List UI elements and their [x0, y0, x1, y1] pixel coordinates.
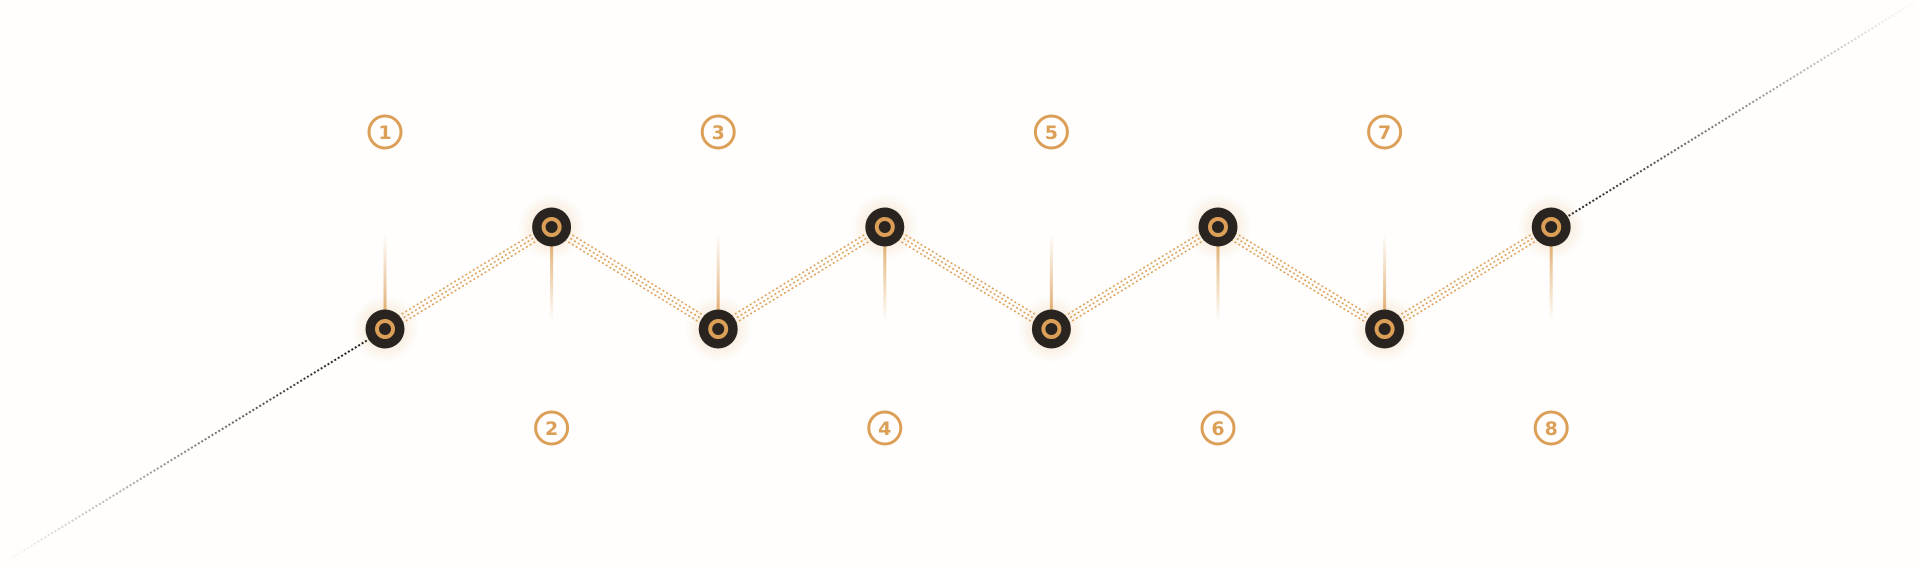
- step-labels: 1 2 3 4 5 6 7 8: [367, 114, 1569, 446]
- step-badge-circle: [367, 114, 403, 150]
- stem-7: [1383, 234, 1387, 329]
- stem-2: [550, 227, 554, 322]
- step-label-1: 1: [367, 114, 403, 150]
- step-number: 2: [545, 418, 558, 440]
- node-4: [850, 193, 919, 261]
- node-7: [1350, 295, 1419, 363]
- step-number: 7: [1378, 122, 1391, 144]
- node-stems: [383, 227, 1553, 329]
- step-number: 5: [1045, 122, 1058, 144]
- step-number: 3: [712, 122, 725, 144]
- step-label-2: 2: [534, 410, 570, 446]
- step-badge-circle: [1367, 114, 1403, 150]
- step-number: 4: [878, 418, 891, 440]
- step-label-4: 4: [867, 410, 903, 446]
- step-label-6: 6: [1200, 410, 1236, 446]
- step-label-7: 7: [1367, 114, 1403, 150]
- step-label-5: 5: [1033, 114, 1069, 150]
- step-number: 8: [1545, 418, 1558, 440]
- step-badge-circle: [867, 410, 903, 446]
- node-5: [1017, 295, 1086, 363]
- tail-line-left: [0, 337, 372, 566]
- nodes: [351, 193, 1586, 363]
- step-badge-circle: [1200, 410, 1236, 446]
- step-badge-circle: [534, 410, 570, 446]
- stem-8: [1549, 227, 1553, 322]
- stem-5: [1049, 234, 1053, 329]
- stem-1: [383, 234, 387, 329]
- node-1: [351, 295, 419, 363]
- node-2: [517, 193, 586, 261]
- node-3: [684, 295, 753, 363]
- step-number: 1: [378, 122, 391, 144]
- step-number: 6: [1211, 418, 1224, 440]
- step-badge-circle: [700, 114, 736, 150]
- step-label-3: 3: [700, 114, 736, 150]
- node-8: [1517, 193, 1586, 261]
- step-badge-circle: [1533, 410, 1569, 446]
- stem-3: [716, 234, 720, 329]
- node-6: [1184, 193, 1252, 261]
- tail-line-right: [1564, 0, 1918, 219]
- stem-6: [1216, 227, 1220, 322]
- step-badge-circle: [1033, 114, 1069, 150]
- stem-4: [883, 227, 887, 322]
- step-label-8: 8: [1533, 410, 1569, 446]
